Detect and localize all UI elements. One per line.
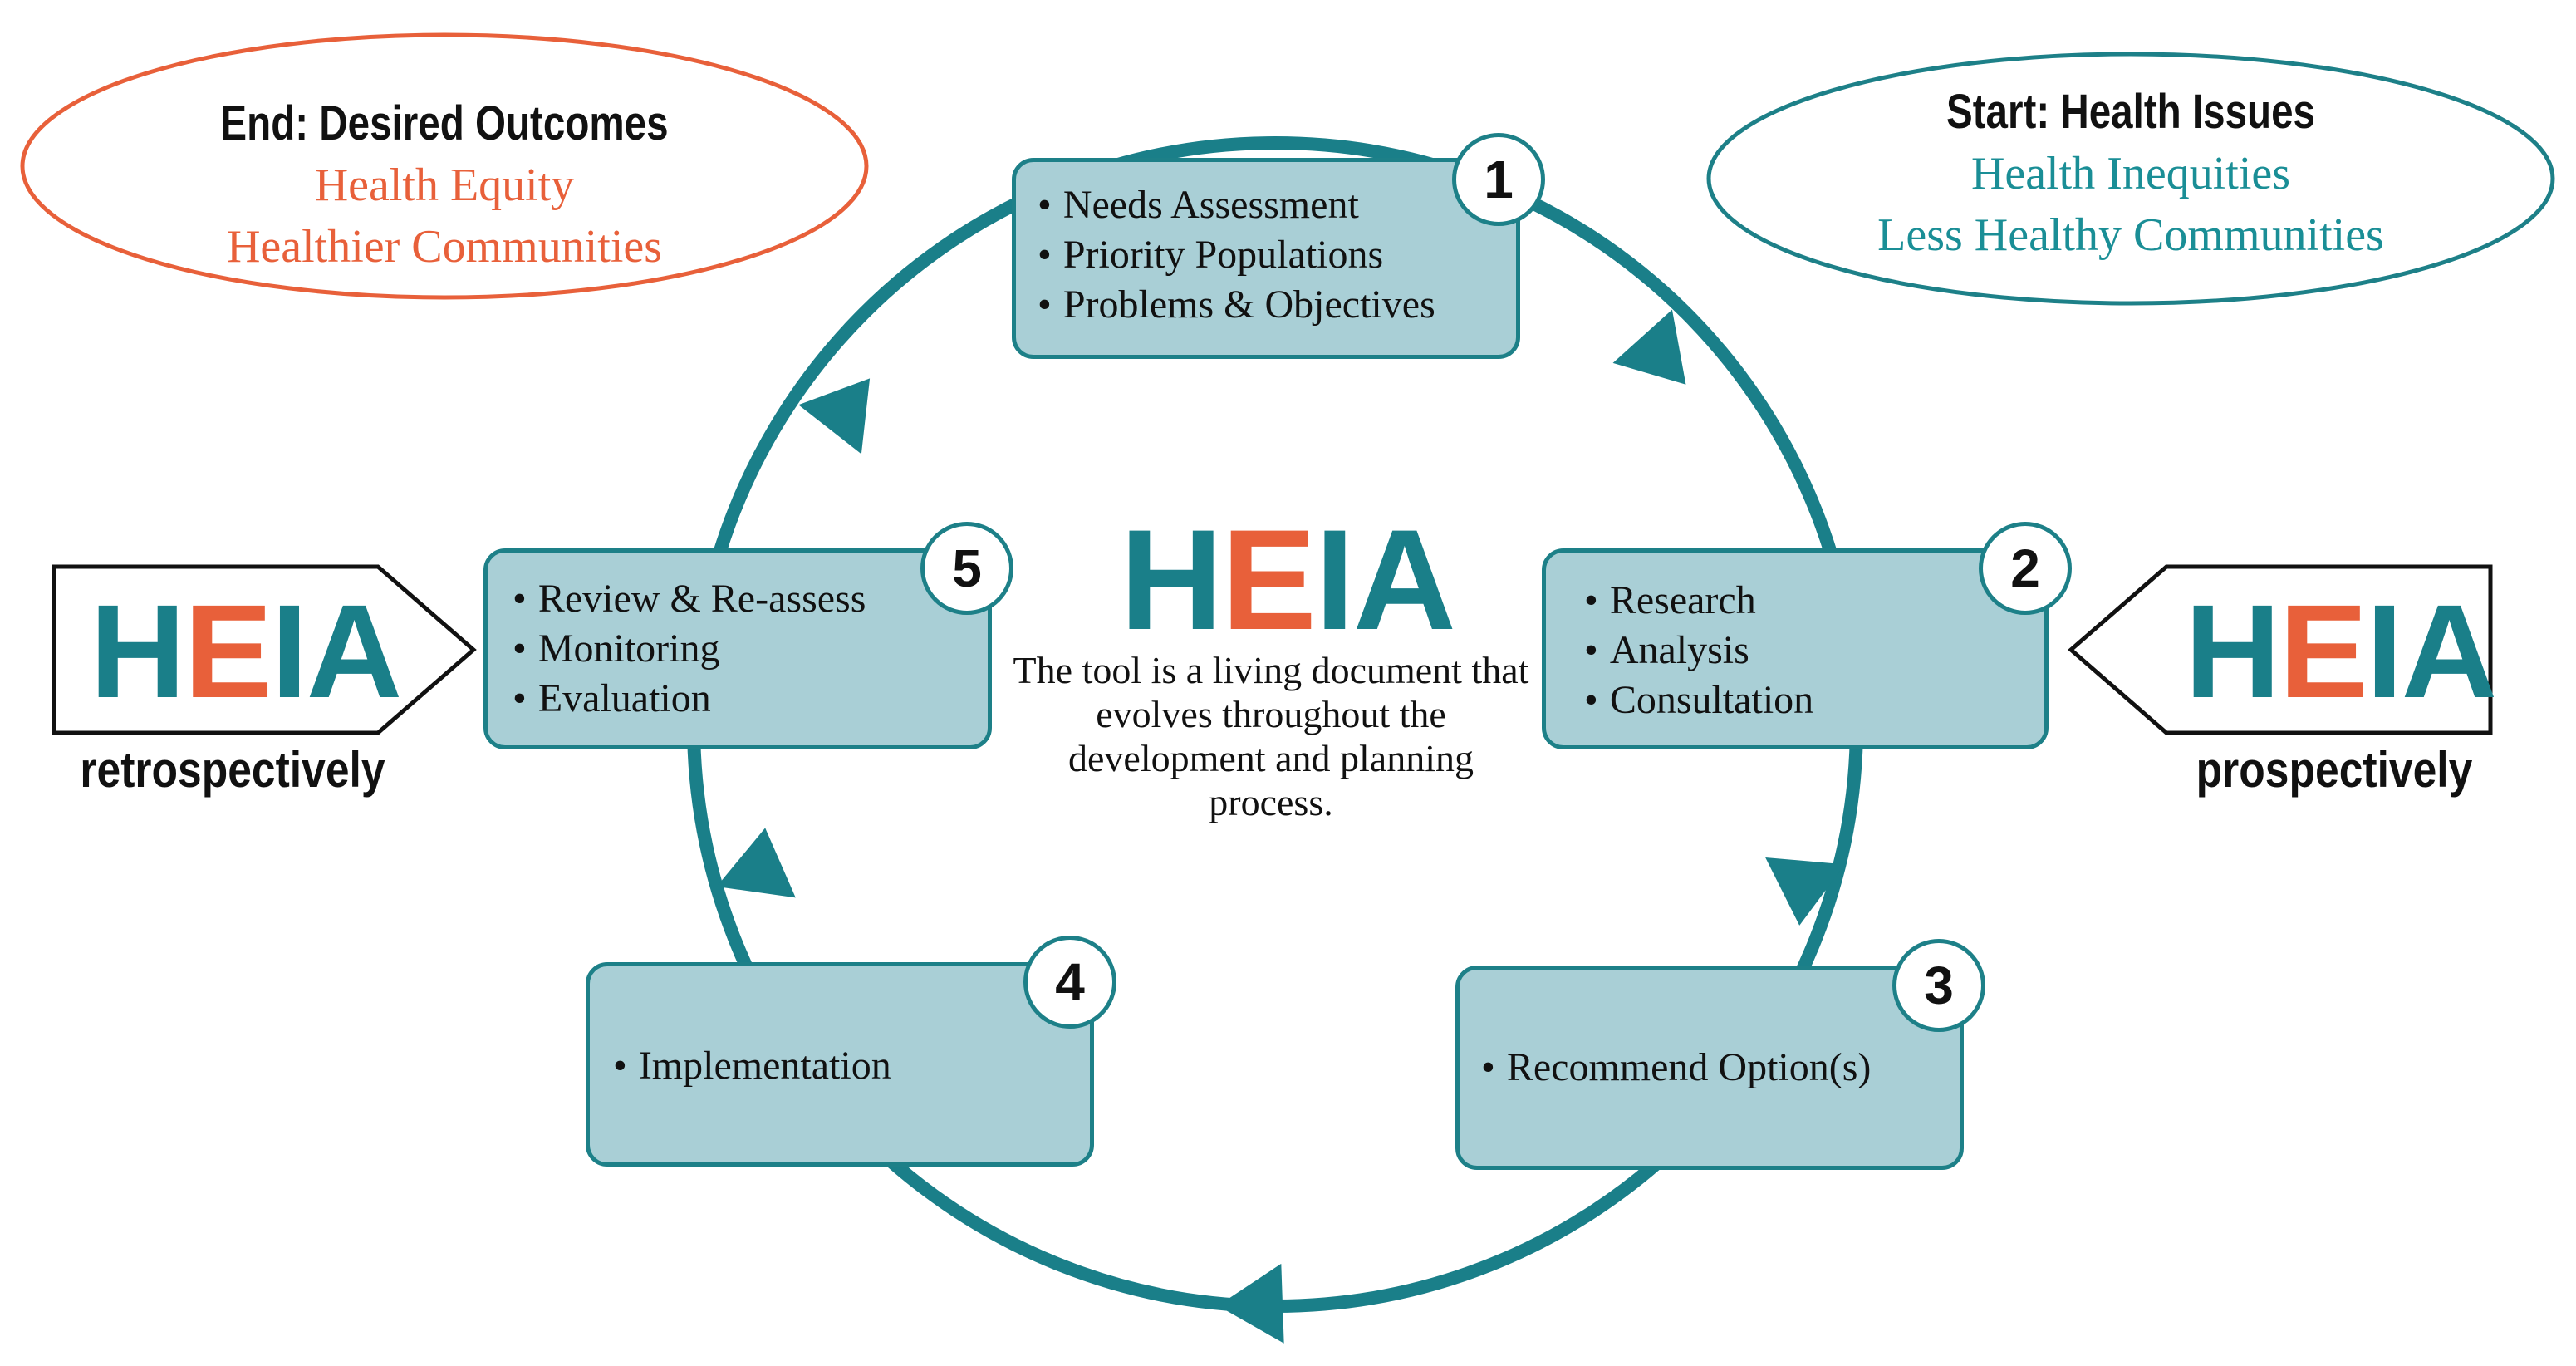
center-heia-logo: HEIA [1120,500,1456,660]
step-3-list: Recommend Option(s) [1481,1043,1960,1093]
list-item: Monitoring [513,624,988,674]
step-1-box: Needs Assessment Priority Populations Pr… [1012,158,1520,359]
step-5-list: Review & Re-assess Monitoring Evaluation [513,574,988,724]
prospectively-label: prospectively [2196,742,2473,798]
step-1-list: Needs Assessment Priority Populations Pr… [1038,180,1516,330]
center-description: The tool is a living document that evolv… [1013,649,1529,823]
start-issues: Start: Health Issues Health Inequities L… [1769,81,2492,266]
arrow-step5-to-1 [798,378,871,455]
list-item: Problems & Objectives [1038,280,1516,330]
list-item: Evaluation [513,674,988,724]
left-tag-outline [52,564,477,735]
step-2-box: Research Analysis Consultation [1542,548,2049,749]
start-line-1: Health Inequities [1970,148,2291,199]
list-item: Recommend Option(s) [1481,1043,1960,1093]
list-item: Implementation [613,1041,1090,1091]
left-heia-logo: HEIA [90,577,402,725]
step-3-box: Recommend Option(s) [1455,966,1964,1170]
step-4-list: Implementation [613,1041,1090,1091]
retrospectively-label: retrospectively [80,742,385,798]
step-1-number: 1 [1452,133,1545,226]
step-2-list: Research Analysis Consultation [1584,576,2044,725]
list-item: Review & Re-assess [513,574,988,624]
step-4-box: Implementation [586,962,1094,1167]
start-title: Start: Health Issues [1945,85,2316,139]
right-tag-outline [2068,564,2493,735]
step-3-number: 3 [1892,939,1985,1032]
end-title: End: Desired Outcomes [220,96,669,150]
list-item: Research [1584,576,2044,626]
start-ellipse-outline [1706,52,2555,306]
end-outcomes: End: Desired Outcomes Health Equity Heal… [83,93,806,278]
arrow-step1-to-2 [1612,309,1686,385]
arrow-step2-to-3 [1765,857,1845,926]
step-4-number: 4 [1023,936,1116,1029]
end-line-2: Healthier Communities [226,221,663,273]
step-2-number: 2 [1979,522,2072,615]
end-line-1: Health Equity [314,160,575,211]
list-item: Needs Assessment [1038,180,1516,230]
end-ellipse-outline [20,32,869,300]
step-5-box: Review & Re-assess Monitoring Evaluation [483,548,992,749]
step-5-number: 5 [920,522,1013,615]
list-item: Consultation [1584,676,2044,725]
arrow-step4-to-5 [716,828,796,898]
right-heia-logo: HEIA [2185,577,2497,725]
list-item: Analysis [1584,626,2044,676]
arrow-step3-to-4 [1218,1263,1284,1344]
list-item: Priority Populations [1038,230,1516,280]
start-line-2: Less Healthy Communities [1877,209,2384,261]
